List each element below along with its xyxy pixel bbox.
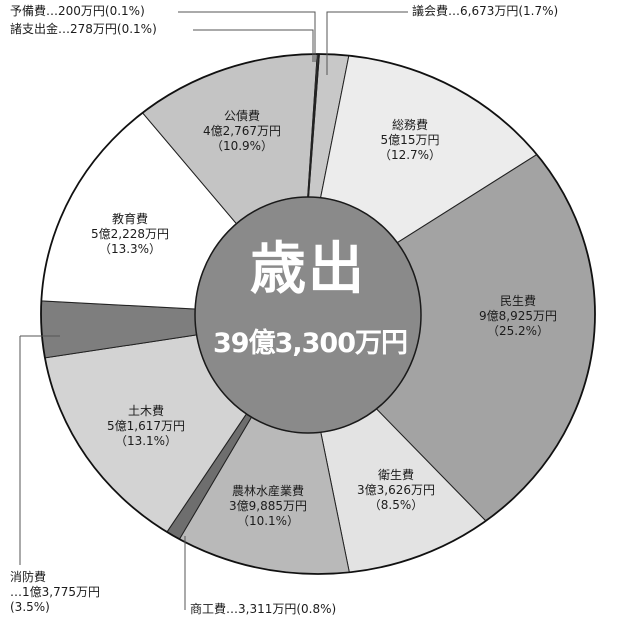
- outer-ring-border: [40, 53, 596, 575]
- label-doboku-name: 土木費: [127, 404, 164, 418]
- label-kyouiku: 教育費 5億2,228万円 （13.3%）: [91, 212, 169, 257]
- label-kyouiku-pct: （13.3%）: [98, 242, 162, 256]
- label-eisei-pct: （8.5%）: [368, 498, 424, 512]
- label-doboku-amount: 5億1,617万円: [107, 419, 185, 433]
- label-minsei-pct: （25.2%）: [486, 324, 550, 338]
- center-title: 歳出: [250, 237, 366, 302]
- label-eisei-name: 衛生費: [377, 468, 414, 482]
- donut-slices: [40, 53, 596, 575]
- label-doboku-pct: （13.1%）: [114, 434, 178, 448]
- label-minsei-amount: 9億8,925万円: [479, 309, 557, 323]
- callout-shoubou: 消防費 …1億3,775万円 (3.5%): [10, 570, 100, 615]
- callout-gikai: 議会費…6,673万円(1.7%): [412, 4, 559, 18]
- label-nourin-name: 農林水産業費: [231, 484, 304, 498]
- label-nourin-pct: （10.1%）: [236, 514, 300, 528]
- callout-shoubou-amount: …1億3,775万円: [10, 585, 100, 599]
- callout-leader-lines: [19, 11, 408, 610]
- callout-shoubou-name: 消防費: [10, 570, 47, 584]
- label-doboku: 土木費 5億1,617万円 （13.1%）: [107, 404, 185, 449]
- callout-yobi: 予備費…200万円(0.1%): [10, 4, 145, 18]
- label-kousai-amount: 4億2,767万円: [203, 124, 281, 138]
- label-soumu-name: 総務費: [391, 118, 428, 132]
- label-kousai: 公債費 4億2,767万円 （10.9%）: [203, 109, 281, 154]
- label-soumu: 総務費 5億15万円 （12.7%）: [379, 118, 441, 163]
- callout-shoubou-pct: (3.5%): [10, 600, 50, 614]
- label-minsei-name: 民生費: [499, 294, 536, 308]
- leader-shoshishutsu: [193, 29, 314, 62]
- center-circle: [194, 196, 422, 434]
- callout-shoshishutsu: 諸支出金…278万円(0.1%): [10, 22, 157, 36]
- label-nourin-amount: 3億9,885万円: [229, 499, 307, 513]
- label-kousai-name: 公債費: [223, 109, 260, 123]
- label-eisei-amount: 3億3,626万円: [357, 483, 435, 497]
- label-soumu-amount: 5億15万円: [380, 133, 440, 147]
- label-minsei: 民生費 9億8,925万円 （25.2%）: [479, 294, 557, 339]
- label-nourin: 農林水産業費 3億9,885万円 （10.1%）: [229, 484, 307, 529]
- label-kyouiku-name: 教育費: [111, 212, 148, 226]
- leader-yobi: [178, 11, 316, 62]
- label-kyouiku-amount: 5億2,228万円: [91, 227, 169, 241]
- callout-shoukou: 商工費…3,311万円(0.8%): [190, 602, 337, 616]
- leader-gikai: [326, 11, 408, 75]
- label-eisei: 衛生費 3億3,626万円 （8.5%）: [357, 468, 435, 513]
- label-soumu-pct: （12.7%）: [378, 148, 442, 162]
- center-total: 39億3,300万円: [213, 328, 408, 359]
- label-kousai-pct: （10.9%）: [210, 139, 274, 153]
